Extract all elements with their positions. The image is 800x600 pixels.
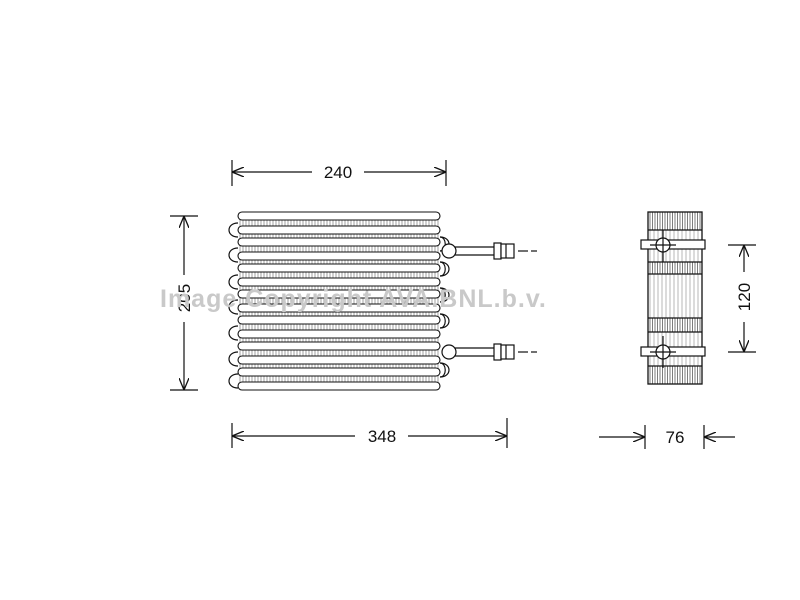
evaporator-front-view <box>228 211 537 391</box>
dimension-height-left: 205 <box>170 215 198 391</box>
coil-tube <box>237 367 441 377</box>
coil-tube <box>237 329 441 339</box>
coil-tube <box>237 315 441 325</box>
dimension-label-205: 205 <box>175 284 194 312</box>
dimension-label-240: 240 <box>324 163 352 182</box>
copyright-watermark: Image Copyright AVA.BNL.b.v. <box>160 285 547 313</box>
coil-tube <box>237 263 441 273</box>
dimension-label-120: 120 <box>735 283 754 311</box>
side-port-lower <box>640 336 706 368</box>
dimension-label-76: 76 <box>666 428 685 447</box>
side-fin-hatching <box>649 212 701 384</box>
coil-tubes <box>237 211 441 391</box>
coil-tube <box>237 289 441 299</box>
dimension-width-top: 240 <box>231 160 447 186</box>
dimension-width-bottom: 348 <box>231 418 508 448</box>
dimension-depth: 76 <box>599 425 735 449</box>
evaporator-side-view <box>640 211 706 385</box>
coil-tube <box>237 277 441 287</box>
coil-tube <box>237 211 441 221</box>
pipe-fitting-lower <box>441 343 537 361</box>
coil-tube <box>237 381 441 391</box>
coil-tube <box>237 303 441 313</box>
return-bends-left <box>228 222 239 389</box>
coil-tube <box>237 355 441 365</box>
coil-tube <box>237 251 441 261</box>
side-port-upper <box>640 230 706 262</box>
coil-tube <box>237 225 441 235</box>
pipe-fitting-upper <box>441 242 537 260</box>
coil-tube <box>237 341 441 351</box>
coil-tube <box>237 237 441 247</box>
dimension-label-348: 348 <box>368 427 396 446</box>
dimension-port-spacing: 120 <box>728 244 756 353</box>
